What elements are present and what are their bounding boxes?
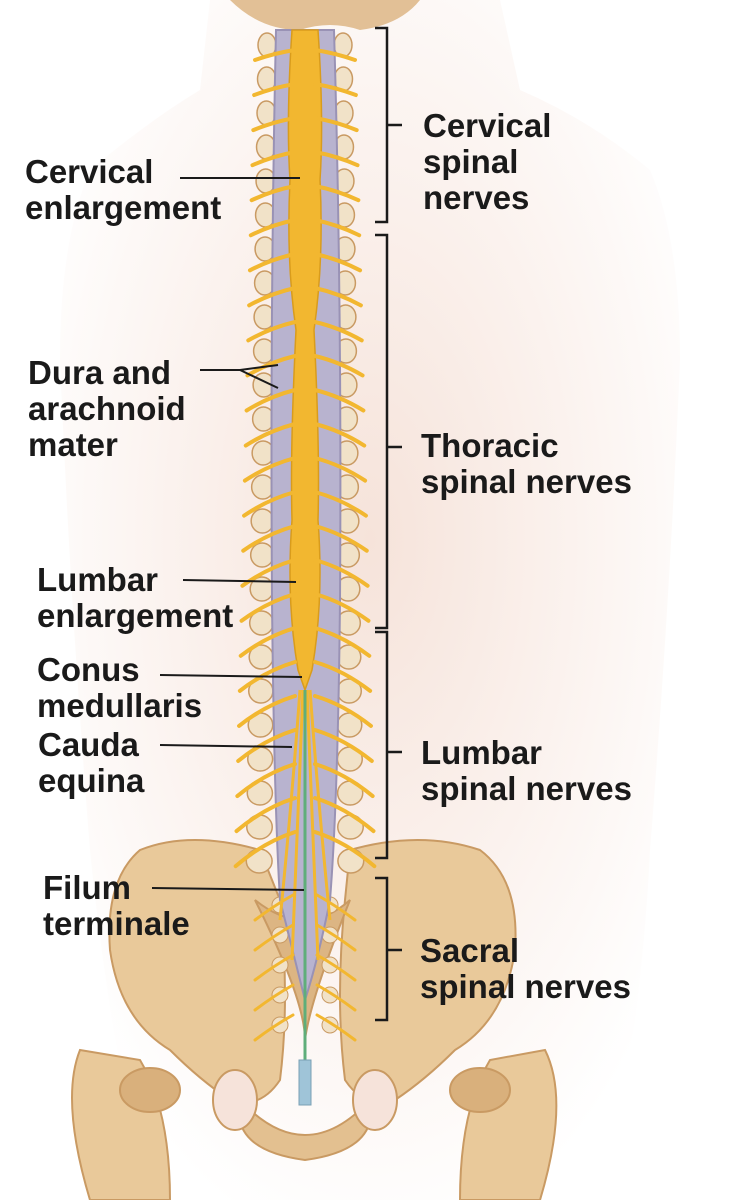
- nerve-branch: [253, 48, 297, 62]
- label-sacral-spinal-nerves: Sacral spinal nerves: [420, 932, 631, 1005]
- nerve-branch: [313, 354, 365, 378]
- nerve-branch: [233, 830, 297, 869]
- nerve-branch: [252, 82, 297, 98]
- nerve-branch: [313, 660, 373, 693]
- nerve-branch: [313, 116, 359, 133]
- nerve-branch: [313, 762, 375, 799]
- label-lumbar-enlargement: Lumbar enlargement: [37, 561, 234, 634]
- sacral-nerve-branch: [253, 953, 295, 982]
- nerve-branch: [238, 626, 297, 658]
- nerve-branch: [237, 660, 297, 693]
- nerve-branch: [313, 150, 360, 168]
- leader-lumbar-enlargement: [182, 579, 297, 583]
- vertebra: [250, 508, 275, 534]
- label-filum-terminale: Filum terminale: [43, 869, 190, 942]
- nerve-branch: [313, 796, 376, 834]
- coccyx: [298, 1059, 312, 1106]
- pelvis: [71, 839, 558, 1200]
- nerve-branch: [250, 150, 297, 168]
- nerve-branch: [241, 524, 297, 553]
- leader-lines: [151, 177, 305, 891]
- label-conus-medullaris: Conus medullaris: [37, 651, 203, 724]
- nerve-branch: [313, 388, 366, 413]
- nerve-branch: [242, 490, 297, 518]
- label-cervical-spinal-nerves: Cervical spinal nerves: [423, 107, 552, 216]
- nerve-branch: [234, 796, 297, 834]
- sacral-nerve-branch: [315, 923, 357, 952]
- bracket-lumbar: [375, 630, 402, 860]
- nerve-branch: [313, 286, 363, 308]
- nerve-branch: [313, 626, 372, 658]
- nerve-branch: [248, 218, 297, 238]
- nerve-branch: [313, 558, 370, 588]
- label-lumbar-spinal-nerves: Lumbar spinal nerves: [421, 734, 632, 807]
- leader-conus: [159, 674, 303, 678]
- nerve-branch: [313, 422, 367, 448]
- nerve-branch: [313, 252, 363, 273]
- sacral-nerve-branch: [315, 1013, 357, 1042]
- label-cervical-enlargement: Cervical enlargement: [25, 153, 222, 226]
- bracket-cervical: [375, 26, 402, 224]
- nerve-branch: [313, 592, 371, 623]
- nerve-branch: [243, 422, 297, 448]
- nerve-branch: [313, 456, 368, 483]
- nerve-branch: [244, 388, 297, 413]
- vertebra: [255, 134, 277, 160]
- nerve-branch: [247, 286, 297, 308]
- sacral-nerve-branch: [253, 983, 295, 1012]
- nerve-branch: [251, 116, 297, 133]
- bracket-thoracic: [375, 233, 402, 630]
- nerve-branch: [313, 728, 374, 763]
- nerve-branch: [313, 830, 377, 869]
- label-thoracic-spinal-nerves: Thoracic spinal nerves: [421, 427, 632, 500]
- nerve-branch: [313, 694, 373, 728]
- nerve-branch: [240, 558, 297, 588]
- nerve-branch: [242, 456, 297, 483]
- nerve-branch: [313, 320, 364, 343]
- label-cauda-equina: Cauda equina: [38, 726, 145, 799]
- nerve-branch: [249, 184, 297, 203]
- nerve-branch: [239, 592, 297, 623]
- leader-dura: [200, 364, 279, 389]
- spinal-nerves: [233, 48, 377, 1042]
- vertebra: [249, 542, 275, 568]
- sacral-nerve-branch: [315, 983, 357, 1012]
- nerve-branch: [236, 728, 297, 763]
- nerve-branch: [313, 82, 358, 98]
- nerve-branch: [313, 48, 357, 62]
- nerve-branch: [247, 252, 297, 273]
- label-dura-arachnoid-mater: Dura and arachnoid mater: [28, 354, 186, 463]
- brain-base: [230, 0, 420, 30]
- nerve-branch: [245, 354, 297, 378]
- nerve-branch: [313, 218, 362, 238]
- sacral-nerve-branch: [253, 893, 295, 922]
- nerve-branch: [313, 184, 361, 203]
- nerve-branch: [313, 490, 368, 518]
- sacral-nerve-branch: [315, 893, 357, 922]
- nerve-branch: [246, 320, 297, 343]
- sacral-nerve-branch: [315, 953, 357, 982]
- nerve-branch: [235, 762, 297, 799]
- nerve-branch: [313, 524, 369, 553]
- leader-filum: [151, 887, 305, 891]
- sacral-nerve-branch: [253, 923, 295, 952]
- leader-cauda: [159, 744, 293, 748]
- vertebrae-column: [245, 32, 365, 1034]
- bracket-sacral: [375, 876, 402, 1022]
- nerve-branch: [237, 694, 297, 728]
- sacral-nerve-branch: [253, 1013, 295, 1042]
- region-brackets: [375, 26, 402, 1022]
